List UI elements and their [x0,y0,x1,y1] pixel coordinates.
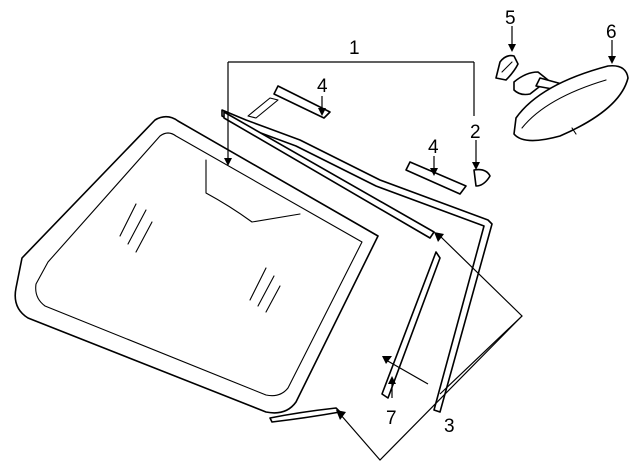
rearview-mirror-6 [513,64,629,142]
callout-3: 3 [444,416,455,437]
leader-lines [224,26,616,461]
callout-1: 1 [349,38,360,59]
mirror-bracket-5 [495,54,519,81]
side-molding [223,111,441,423]
callout-2: 2 [470,122,481,143]
callout-4b: 4 [428,137,439,158]
trim-piece-4b [405,161,467,195]
callout-5: 5 [505,8,516,29]
windshield-glass [14,115,379,414]
callout-7: 7 [386,408,397,429]
callout-6: 6 [606,22,617,43]
callout-4a: 4 [317,76,328,97]
trim-piece-4a [247,85,331,119]
clip-2 [473,168,491,187]
